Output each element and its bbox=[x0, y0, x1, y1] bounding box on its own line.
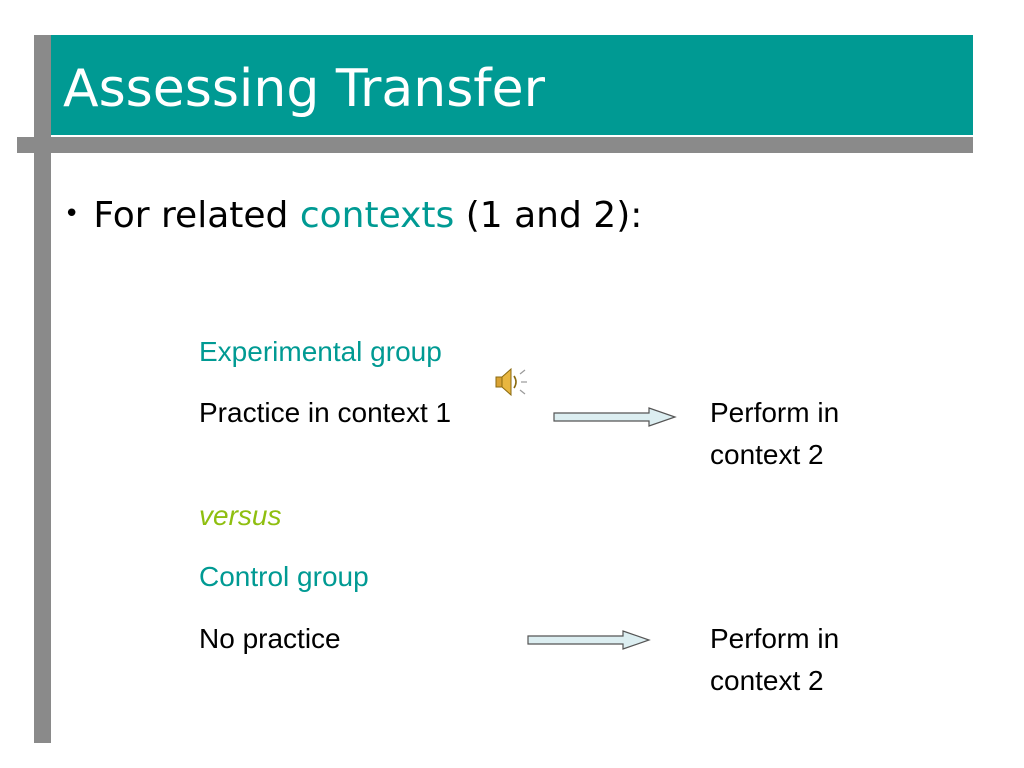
experimental-practice-text: Practice in context 1 bbox=[199, 397, 452, 428]
experimental-group-heading: Experimental group bbox=[199, 336, 442, 367]
left-frame-bar bbox=[34, 35, 51, 743]
control-perform-line2: context 2 bbox=[710, 665, 824, 696]
arrow-right-icon bbox=[553, 407, 677, 427]
experimental-perform-line1: Perform in bbox=[710, 397, 840, 428]
title-band bbox=[51, 35, 973, 135]
control-perform-line1: Perform in bbox=[710, 623, 840, 654]
bullet-prefix: For related bbox=[93, 195, 300, 236]
bullet-suffix: (1 and 2): bbox=[454, 195, 643, 236]
slide-title: Assessing Transfer bbox=[63, 59, 545, 119]
bullet-highlight: contexts bbox=[299, 195, 455, 236]
versus-label: versus bbox=[199, 500, 282, 531]
experimental-perform-line2: context 2 bbox=[710, 439, 824, 470]
control-practice-text: No practice bbox=[199, 623, 341, 654]
control-group-heading: Control group bbox=[199, 561, 369, 592]
arrow-right-icon bbox=[527, 630, 651, 650]
bullet-marker: • bbox=[64, 199, 80, 229]
title-underline-bar bbox=[17, 137, 973, 153]
bullet-point: • For related contexts (1 and 2): bbox=[64, 190, 642, 240]
speaker-icon[interactable] bbox=[493, 365, 529, 399]
